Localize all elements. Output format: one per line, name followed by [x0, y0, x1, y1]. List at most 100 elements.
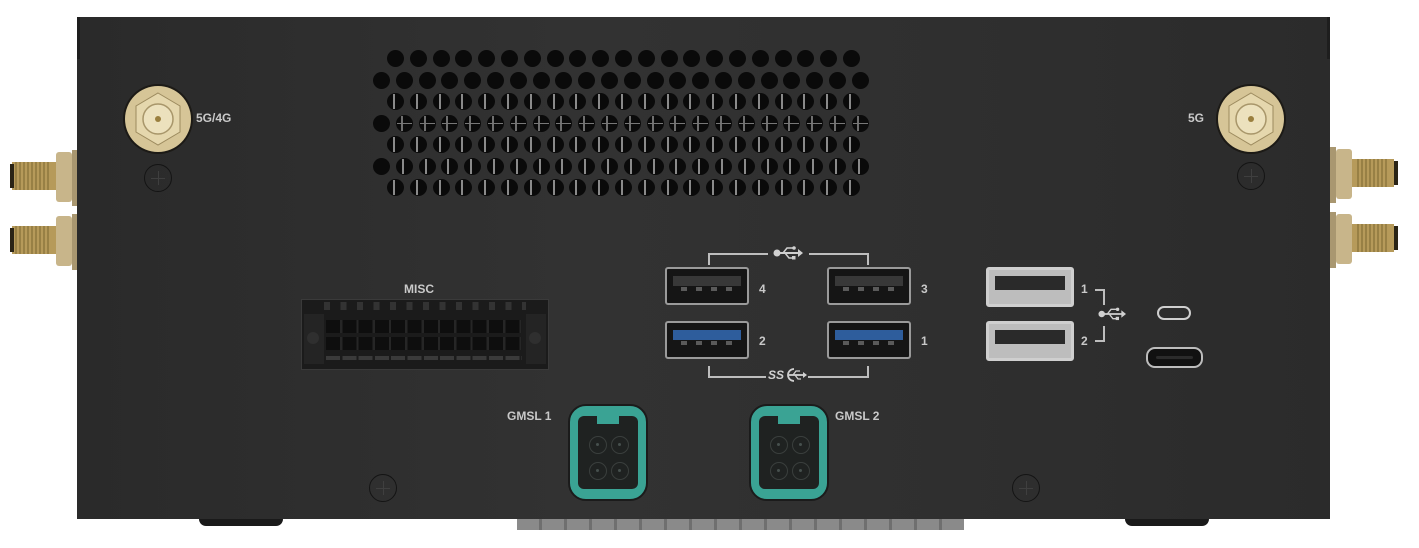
vent-hole: [706, 136, 724, 153]
vent-hole: [546, 93, 564, 110]
vent-hole: [737, 71, 755, 89]
vent-hole: [737, 157, 755, 175]
vent-hole: [751, 136, 769, 153]
key-notch: [778, 414, 800, 424]
misc-header-connector[interactable]: [301, 299, 549, 370]
usb-port-side-1[interactable]: [986, 267, 1074, 307]
vent-hole: [637, 93, 655, 110]
vent-hole: [455, 179, 473, 196]
gmsl-connector-2[interactable]: [749, 404, 829, 501]
vent-hole: [806, 71, 824, 89]
vent-hole: [601, 71, 618, 89]
vent-hole: [432, 93, 450, 110]
vent-hole: [432, 50, 450, 67]
vent-hole: [637, 179, 655, 196]
vent-hole: [851, 114, 869, 132]
vent-hole: [601, 114, 618, 132]
vent-hole: [820, 93, 838, 110]
usb2-bracket: [708, 253, 768, 265]
vent-hole: [806, 157, 824, 175]
vent-hole: [843, 179, 860, 196]
screw-icon: [144, 164, 172, 192]
usb3-port-2[interactable]: [665, 321, 749, 359]
vent-hole: [774, 179, 792, 196]
vent-hole: [615, 50, 632, 67]
gmsl-connector-1[interactable]: [568, 404, 648, 501]
vent-hole: [783, 114, 801, 132]
vent-hole: [523, 136, 541, 153]
vent-hole: [774, 136, 792, 153]
vent-hole: [478, 93, 496, 110]
vent-hole: [683, 93, 701, 110]
usb-c-port[interactable]: [1146, 347, 1203, 368]
vent-hole: [578, 114, 596, 132]
vent-hole: [692, 157, 710, 175]
vent-hole: [432, 136, 450, 153]
usb-icon: [1098, 307, 1126, 321]
usb-icon: [773, 246, 803, 260]
vent-hole: [464, 157, 482, 175]
vent-hole: [760, 71, 778, 89]
vent-hole: [797, 136, 815, 153]
vent-hole: [441, 114, 459, 132]
usb-port-label-2: 2: [759, 334, 766, 348]
vent-hole: [797, 93, 815, 110]
usb-c-icon: [1157, 306, 1191, 320]
vent-hole: [395, 71, 413, 89]
vent-hole: [615, 93, 632, 110]
antenna-connector-5g[interactable]: [1216, 84, 1286, 154]
vent-hole: [851, 71, 869, 89]
vent-hole: [751, 50, 769, 67]
vent-hole: [592, 179, 610, 196]
vent-hole: [783, 71, 801, 89]
vent-hole: [806, 114, 824, 132]
vent-hole: [601, 157, 618, 175]
usb3-bracket: [808, 366, 869, 378]
screw-icon: [1012, 474, 1040, 502]
pin-row-bottom: [326, 337, 522, 350]
vent-hole: [523, 179, 541, 196]
vent-hole: [843, 93, 860, 110]
vent-hole: [820, 136, 838, 153]
usb-side-label-2: 2: [1081, 334, 1088, 348]
vent-hole: [409, 136, 427, 153]
vent-hole: [373, 114, 390, 132]
antenna-connector-5g4g[interactable]: [123, 84, 193, 154]
pin-row-top: [326, 320, 522, 333]
screw-icon: [369, 474, 397, 502]
vent-hole: [373, 71, 390, 89]
vent-hole: [578, 71, 596, 89]
vent-hole: [478, 136, 496, 153]
usb-port-3[interactable]: [827, 267, 911, 305]
vent-hole: [829, 114, 846, 132]
mount-ear-left: [304, 314, 324, 364]
gmsl-label-1: GMSL 1: [507, 409, 552, 423]
vent-hole: [729, 50, 746, 67]
vent-hole: [501, 93, 518, 110]
usb-port-side-2[interactable]: [986, 321, 1074, 361]
usb2-bracket: [809, 253, 869, 265]
usb-side-bracket: [1095, 326, 1105, 342]
vent-hole: [760, 157, 778, 175]
vent-hole: [829, 71, 846, 89]
vent-hole: [387, 179, 404, 196]
usb3-port-1[interactable]: [827, 321, 911, 359]
pin-row-base: [326, 356, 522, 360]
vent-hole: [387, 93, 404, 110]
rubber-foot-left: [199, 519, 283, 526]
vent-hole: [546, 179, 564, 196]
vent-hole: [409, 179, 427, 196]
vent-hole: [455, 136, 473, 153]
vent-hole: [637, 136, 655, 153]
vent-hole: [683, 136, 701, 153]
usb-port-4[interactable]: [665, 267, 749, 305]
vent-hole: [692, 71, 710, 89]
vent-hole: [555, 114, 573, 132]
vent-hole: [660, 93, 678, 110]
usb-port-label-4: 4: [759, 282, 766, 296]
vent-hole: [660, 50, 678, 67]
vent-hole: [546, 136, 564, 153]
vent-hole: [409, 50, 427, 67]
vent-hole: [569, 50, 587, 67]
vent-hole: [683, 50, 701, 67]
